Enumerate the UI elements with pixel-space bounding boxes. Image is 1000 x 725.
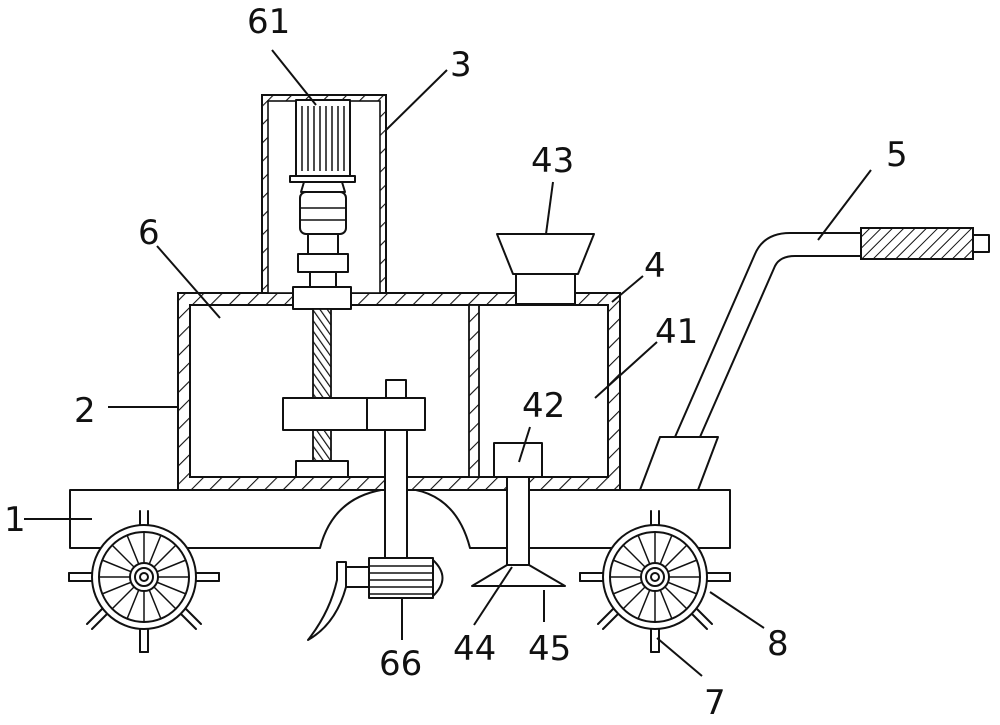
label-4: 4 <box>644 246 666 286</box>
label-6: 6 <box>138 213 160 253</box>
tilling-blade <box>308 562 346 640</box>
seed-spreader-44 <box>472 565 565 586</box>
label-5: 5 <box>886 135 908 175</box>
label-2: 2 <box>74 391 96 431</box>
label-66: 66 <box>379 644 422 684</box>
tiller-motor-66 <box>346 558 443 598</box>
label-45: 45 <box>528 629 571 669</box>
label-7: 7 <box>704 683 726 723</box>
label-3: 3 <box>450 45 472 85</box>
slider-block <box>283 398 425 430</box>
sowing-tube <box>507 477 529 565</box>
label-44: 44 <box>453 629 496 669</box>
metering-box-42 <box>494 443 542 477</box>
label-43: 43 <box>531 141 574 181</box>
label-61: 61 <box>247 2 290 42</box>
label-42: 42 <box>522 386 565 426</box>
label-1: 1 <box>4 500 26 540</box>
push-handle <box>640 228 989 490</box>
label-41: 41 <box>655 312 698 352</box>
label-8: 8 <box>767 624 789 664</box>
